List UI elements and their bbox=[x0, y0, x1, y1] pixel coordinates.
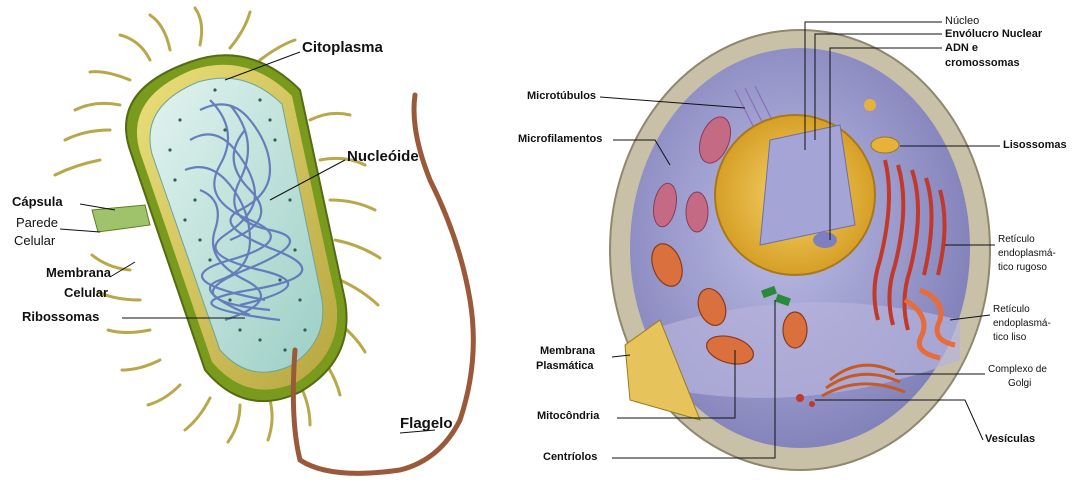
label-centrioles: Centríolos bbox=[543, 452, 597, 464]
label-dna-line1: ADN e bbox=[945, 43, 978, 55]
label-dna-line2: cromossomas bbox=[945, 58, 1020, 70]
label-rer-line3: tico rugoso bbox=[998, 263, 1047, 274]
label-nucleoid: Nucleóide bbox=[347, 149, 419, 165]
label-ser-line1: Retículo bbox=[993, 305, 1030, 316]
label-rer-line2: endoplasmá- bbox=[998, 249, 1056, 260]
label-microtubules: Microtúbulos bbox=[527, 91, 596, 103]
label-nuclear-envelope: Envólucro Nuclear bbox=[945, 29, 1042, 41]
bacterium-peel bbox=[92, 205, 150, 232]
label-golgi-line2: Golgi bbox=[1008, 379, 1031, 390]
label-cytoplasm: Citoplasma bbox=[302, 40, 383, 56]
label-mitochondria: Mitocôndria bbox=[537, 411, 599, 423]
label-lysosomes: Lisossomas bbox=[1003, 140, 1067, 152]
bacterium bbox=[55, 8, 473, 473]
lysosome bbox=[871, 137, 899, 153]
label-flagellum: Flagelo bbox=[400, 416, 453, 432]
label-microfilaments: Microfilamentos bbox=[518, 134, 602, 146]
label-plasma-membrane-line1: Membrana bbox=[540, 346, 595, 358]
nucleus-interior bbox=[760, 125, 855, 245]
animal-cell bbox=[610, 30, 990, 470]
label-membrane-line2: Celular bbox=[64, 286, 108, 300]
label-cell-wall-line2: Celular bbox=[14, 234, 55, 248]
label-ribosomes: Ribossomas bbox=[22, 310, 99, 324]
label-ser-line2: endoplasmá- bbox=[993, 319, 1051, 330]
label-plasma-membrane-line2: Plasmática bbox=[536, 361, 593, 373]
label-nucleus: Núcleo bbox=[945, 16, 979, 28]
label-cell-wall-line1: Parede bbox=[16, 216, 58, 230]
vesicle-top bbox=[864, 99, 876, 111]
label-membrane-line1: Membrana bbox=[46, 266, 111, 280]
label-ser-line3: tico liso bbox=[993, 333, 1026, 344]
label-vesicles: Vesículas bbox=[985, 434, 1035, 446]
nucleolus bbox=[813, 232, 837, 248]
label-capsule: Cápsula bbox=[12, 195, 63, 209]
label-golgi-line1: Complexo de bbox=[988, 365, 1047, 376]
label-rer-line1: Retículo bbox=[998, 235, 1035, 246]
